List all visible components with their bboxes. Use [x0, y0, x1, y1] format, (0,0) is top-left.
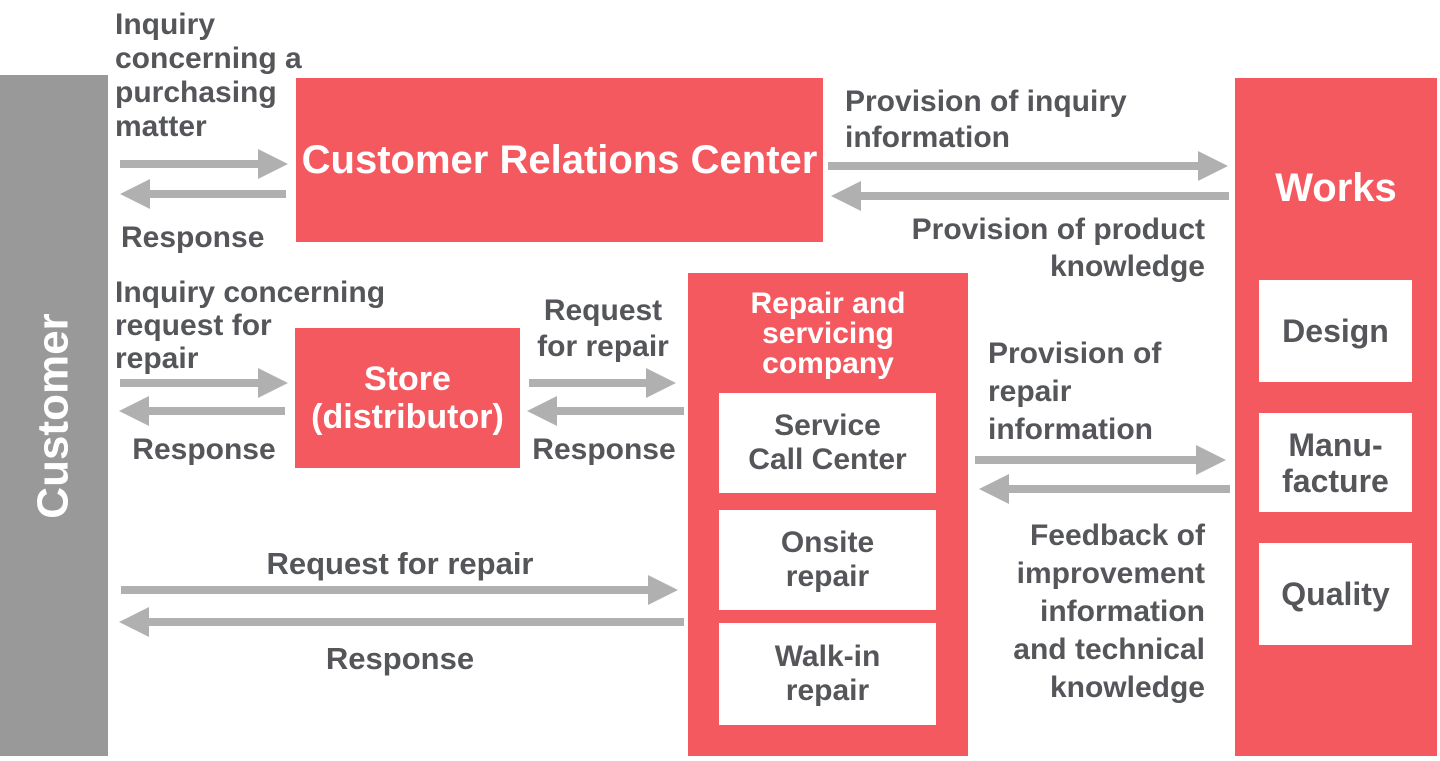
store-repair-request-label: Request for repair — [537, 294, 669, 363]
repair-company-title: Repair and servicing company — [750, 287, 906, 380]
works-quality-box: Quality — [1259, 543, 1412, 645]
customer-crc-response-label: Response — [121, 221, 265, 254]
customer-to-repair-arrow — [121, 575, 678, 605]
crc-works-request-label: Provision of inquiry information — [845, 85, 1127, 154]
repair-company-box: Repair and servicing company Service Cal… — [688, 273, 968, 756]
works-to-repair-arrow — [979, 474, 1230, 504]
customer-to-store-arrow — [120, 368, 288, 398]
store-label: Store (distributor) — [311, 360, 504, 436]
service-call-center-box: Service Call Center — [719, 393, 936, 493]
walk-in-repair-box: Walk-in repair — [719, 623, 936, 725]
works-label: Works — [1275, 166, 1397, 210]
repair-to-works-arrow — [975, 445, 1226, 475]
works-manufacture-box: Manu- facture — [1259, 413, 1412, 512]
works-design-box: Design — [1259, 280, 1412, 382]
repair-to-customer-arrow — [119, 607, 684, 637]
customer-label: Customer — [29, 312, 78, 519]
customer-repair-response-label: Response — [325, 641, 475, 676]
works-bar: Works Design Manu- facture Quality — [1235, 78, 1437, 756]
store-to-repair-arrow — [529, 368, 676, 398]
repair-to-store-arrow — [527, 396, 684, 426]
crc-to-works-arrow — [828, 151, 1228, 181]
works-to-crc-arrow — [831, 181, 1229, 211]
repair-works-feedback-label: Feedback of improvement information and … — [1013, 519, 1205, 704]
customer-bar: Customer — [0, 75, 108, 756]
customer-store-request-label: Inquiry concerning request for repair — [115, 276, 386, 375]
customer-to-crc-arrow — [120, 149, 288, 179]
customer-relations-center-box: Customer Relations Center — [296, 78, 823, 242]
store-box: Store (distributor) — [295, 328, 520, 468]
customer-crc-request-label: Inquiry concerning a purchasing matter — [115, 8, 302, 143]
crc-to-customer-arrow — [120, 179, 286, 209]
store-to-customer-arrow — [119, 396, 285, 426]
repair-works-request-label: Provision of repair information — [988, 337, 1162, 446]
customer-relations-center-label: Customer Relations Center — [301, 137, 818, 182]
crc-works-response-label: Provision of product knowledge — [911, 213, 1205, 283]
customer-store-response-label: Response — [132, 433, 276, 466]
store-repair-response-label: Response — [532, 433, 676, 466]
customer-repair-request-label: Request for repair — [266, 546, 534, 581]
onsite-repair-box: Onsite repair — [719, 510, 936, 610]
